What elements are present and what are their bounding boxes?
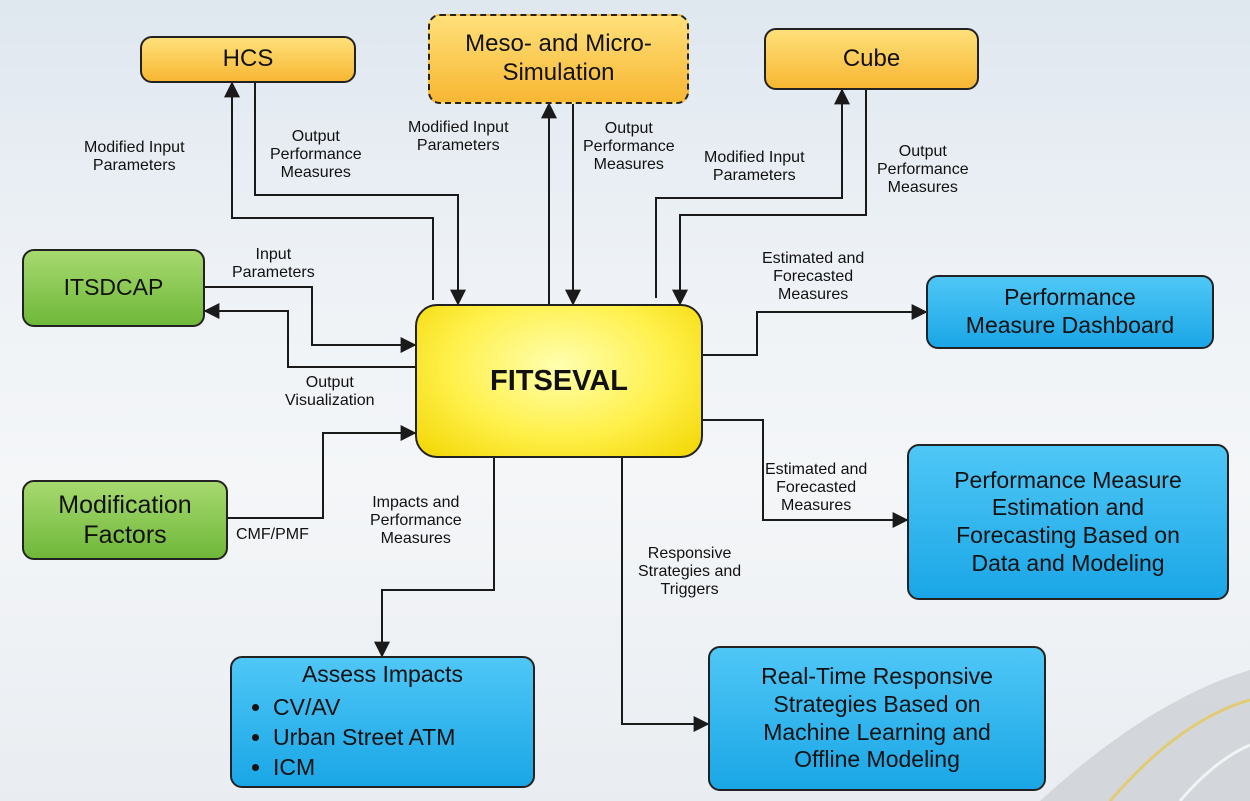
- label-itsdcap-input: Input Parameters: [232, 246, 315, 282]
- bullet-icon: [252, 764, 259, 772]
- label-line: Output: [305, 374, 354, 391]
- label-line: Modified Input: [84, 139, 185, 156]
- label-line: Measures: [778, 285, 849, 303]
- label-line: Parameters: [92, 156, 176, 174]
- meso-micro-simulation-box: Meso- and Micro- Simulation: [428, 14, 689, 104]
- label-line: Measures: [781, 496, 852, 514]
- realtime-box-line-1: Real-Time Responsive: [761, 663, 993, 690]
- label-line: Measures: [593, 155, 664, 173]
- estimation-box-line-1: Performance Measure: [954, 466, 1182, 493]
- label-cube-modified-input: Modified Input Parameters: [704, 149, 805, 185]
- itsdcap-input-arrow: [205, 286, 417, 353]
- assess-item: ICM: [252, 753, 455, 783]
- label-line: Triggers: [660, 580, 719, 598]
- realtime-box-line-4: Offline Modeling: [794, 746, 960, 773]
- label-line: Impacts and: [372, 494, 460, 511]
- cube-output-arrow: [672, 90, 867, 306]
- label-hcs-output: Output Performance Measures: [270, 128, 362, 182]
- label-line: Parameters: [416, 136, 500, 154]
- label-line: Responsive: [647, 545, 732, 562]
- performance-estimation-box: Performance Measure Estimation and Forec…: [907, 444, 1229, 600]
- label-line: Performance: [583, 137, 675, 155]
- label-cube-output: Output Performance Measures: [877, 143, 969, 197]
- label-line: Parameters: [712, 166, 796, 184]
- realtime-strategies-box: Real-Time Responsive Strategies Based on…: [708, 646, 1046, 791]
- label-line: Forecasted: [776, 478, 857, 496]
- hcs-box: HCS: [140, 36, 356, 83]
- label-cmf-pmf: CMF/PMF: [236, 526, 309, 543]
- label-hcs-modified-input: Modified Input Parameters: [84, 139, 185, 175]
- label-estimated-forecast: Estimated and Forecasted Measures: [765, 461, 867, 515]
- label-line: Output: [604, 120, 653, 137]
- label-impacts: Impacts and Performance Measures: [370, 494, 462, 548]
- label-line: Measures: [380, 529, 451, 547]
- assess-item: CV/AV: [252, 693, 455, 723]
- label-line: Modified Input: [408, 119, 509, 136]
- label-line: Visualization: [285, 391, 375, 409]
- hcs-box-label: HCS: [222, 45, 274, 73]
- label-line: Performance: [877, 160, 969, 178]
- bullet-icon: [252, 704, 259, 712]
- label-line: Estimated and: [765, 461, 868, 478]
- assess-item-label: Urban Street ATM: [273, 723, 456, 750]
- fitseval-box: FITSEVAL: [415, 304, 703, 458]
- itsdcap-output-arrow: [203, 303, 415, 368]
- label-meso-output: Output Performance Measures: [583, 120, 675, 174]
- label-line: Forecasted: [773, 267, 854, 285]
- dashboard-box-line-1: Performance: [1004, 284, 1136, 311]
- realtime-box-line-2: Strategies Based on: [773, 690, 981, 717]
- label-line: Performance: [270, 145, 362, 163]
- assess-impacts-box: Assess Impacts CV/AV Urban Street ATM IC…: [230, 656, 535, 788]
- meso-box-line-1: Meso- and Micro-: [465, 30, 652, 58]
- fitseval-box-label: FITSEVAL: [489, 364, 629, 397]
- assess-item: Urban Street ATM: [252, 723, 455, 753]
- estimation-arrow: [703, 419, 909, 528]
- label-estimated-dashboard: Estimated and Forecasted Measures: [762, 250, 864, 304]
- modification-factors-box: Modification Factors: [22, 480, 228, 560]
- label-line: Output: [898, 143, 947, 160]
- meso-box-line-2: Simulation: [502, 59, 615, 86]
- modification-box-line-1: Modification: [58, 491, 192, 519]
- performance-dashboard-box: Performance Measure Dashboard: [926, 275, 1214, 349]
- label-line: Estimated and: [762, 250, 865, 267]
- assess-item-label: ICM: [273, 753, 316, 780]
- estimation-box-line-4: Data and Modeling: [971, 549, 1165, 576]
- assess-arrow: [374, 458, 495, 658]
- estimation-box-line-3: Forecasting Based on: [956, 522, 1180, 548]
- dashboard-arrow: [703, 304, 928, 356]
- modification-box-line-2: Factors: [83, 521, 167, 549]
- cube-input-arrow: [655, 88, 850, 298]
- modification-arrow: [228, 425, 417, 519]
- label-line: Modified Input: [704, 149, 805, 166]
- realtime-arrow: [621, 458, 710, 732]
- cube-box: Cube: [764, 28, 979, 90]
- realtime-box-line-3: Machine Learning and: [763, 718, 991, 745]
- label-line: Output: [291, 128, 340, 145]
- label-line: Measures: [887, 178, 958, 196]
- bullet-icon: [252, 734, 259, 742]
- hcs-input-arrow: [224, 81, 434, 300]
- label-line: Input: [255, 246, 292, 263]
- itsdcap-box-label: ITSDCAP: [63, 274, 164, 301]
- assess-item-label: CV/AV: [273, 693, 341, 720]
- estimation-box-line-2: Estimation and: [991, 494, 1145, 521]
- label-line: Performance: [370, 511, 462, 529]
- label-line: Strategies and: [638, 562, 742, 580]
- assess-impacts-list: CV/AV Urban Street ATM ICM: [252, 693, 455, 783]
- cube-box-label: Cube: [842, 44, 901, 72]
- label-line: Measures: [280, 163, 351, 181]
- itsdcap-box: ITSDCAP: [22, 249, 205, 327]
- assess-impacts-title: Assess Impacts: [301, 661, 464, 688]
- label-meso-modified-input: Modified Input Parameters: [408, 119, 509, 155]
- dashboard-box-line-2: Measure Dashboard: [965, 312, 1175, 338]
- label-itsdcap-output: Output Visualization: [285, 374, 375, 410]
- label-line: Parameters: [232, 263, 315, 281]
- label-responsive: Responsive Strategies and Triggers: [638, 545, 741, 599]
- hcs-output-arrow: [254, 83, 466, 306]
